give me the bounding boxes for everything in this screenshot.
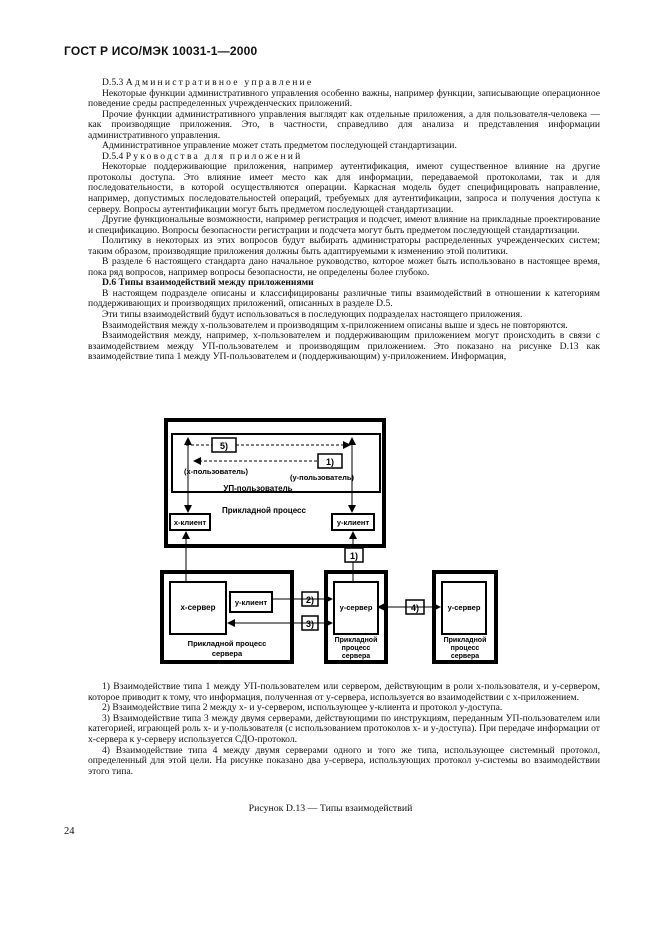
section-heading-d6: D.6 Типы взаимодействий между приложения… xyxy=(88,278,600,289)
y-client-top-box xyxy=(331,513,375,531)
label-1-mid-box xyxy=(344,547,364,563)
section-number: D.6 xyxy=(102,277,117,289)
paragraph: В настоящем подразделе описаны и классиф… xyxy=(88,287,600,310)
label-1-top-box xyxy=(317,453,343,469)
y-user-label: (y-пользователь) xyxy=(290,473,354,482)
section-heading-d54: D.5.4 Руководства для приложений xyxy=(88,150,600,163)
x-server-box xyxy=(169,581,227,635)
app-process-label: Прикладной процесс xyxy=(222,506,306,515)
label-4: 4) xyxy=(411,603,419,613)
small-proc-1b: процесс xyxy=(342,645,371,652)
x-user-label: (x-пользователь) xyxy=(184,467,248,476)
note-1: 1) Взаимодействие типа 1 между УП-пользо… xyxy=(88,681,600,703)
label-5: 5) xyxy=(220,441,228,451)
figure-caption: Рисунок D.13 — Типы взаимодействий xyxy=(248,803,413,814)
y-client-top-label: y-клиент xyxy=(337,518,370,527)
server-process-box-1 xyxy=(324,570,388,664)
paragraph: Взаимодействия между x-пользователем и п… xyxy=(102,319,568,331)
paragraph: Взаимодействия между, например, x-пользо… xyxy=(88,330,600,363)
x-server-label: x-сервер xyxy=(180,603,215,612)
body-text: D.5.3 Административное управление Некото… xyxy=(88,77,600,363)
note-3: 3) Взаимодействие типа 3 между двумя сер… xyxy=(88,712,600,745)
document-header: ГОСТ Р ИСО/МЭК 10031-1—2000 xyxy=(64,44,258,58)
y-client-mid-box xyxy=(229,591,273,613)
paragraph: В разделе 6 настоящего стандарта дано на… xyxy=(88,256,600,278)
section-heading-d53: D.5.3 Административное управление xyxy=(88,77,600,89)
paragraph: Другие функциональные возможности, напри… xyxy=(88,214,600,236)
y-client-mid-label: y-клиент xyxy=(235,598,268,607)
section-title: Руководства для приложений xyxy=(125,150,303,162)
label-1-mid: 1) xyxy=(350,551,358,561)
small-proc-1a: Прикладной xyxy=(335,636,378,644)
server-app-process-label-2: сервера xyxy=(212,649,243,658)
interaction-types-diagram: 5) 1) (x-пользователь) (y-пользователь) … xyxy=(160,418,498,664)
label-1-top: 1) xyxy=(326,457,334,467)
label-2: 2) xyxy=(306,595,314,605)
paragraph: Прочие функции административного управле… xyxy=(88,108,600,141)
figure-notes: 1) Взаимодействие типа 1 между УП-пользо… xyxy=(88,681,600,777)
section-number: D.5.3 xyxy=(102,77,124,88)
paragraph: Некоторые поддерживающие приложения, нап… xyxy=(88,161,600,215)
small-proc-2a: Прикладной xyxy=(444,636,487,644)
x-client-box xyxy=(169,513,211,531)
server-app-process-box xyxy=(160,570,294,664)
note-2: 2) Взаимодействие типа 2 между x- и y-се… xyxy=(102,702,503,714)
section-title: Типы взаимодействий между приложениями xyxy=(118,277,314,289)
paragraph: Административное управление может стать … xyxy=(102,140,457,152)
y-server-2-label: y-сервер xyxy=(448,603,481,612)
y-server-1-label: y-сервер xyxy=(340,603,373,612)
y-server-1-box xyxy=(333,581,379,635)
label-3: 3) xyxy=(306,619,314,629)
y-server-2-box xyxy=(441,581,487,635)
app-process-box xyxy=(164,418,386,548)
small-proc-2b: процесс xyxy=(451,645,480,652)
up-user-label: УП-пользователь xyxy=(223,484,292,493)
up-user-box xyxy=(171,433,381,493)
x-client-label: x-клиент xyxy=(174,518,207,527)
section-title: Административное управление xyxy=(125,77,314,88)
small-proc-1c: сервера xyxy=(342,653,370,660)
server-app-process-label-1: Прикладной процесс xyxy=(188,639,267,648)
page-number: 24 xyxy=(64,826,75,837)
note-4: 4) Взаимодействие типа 4 между двумя сер… xyxy=(88,744,600,777)
server-process-box-2 xyxy=(432,570,498,664)
paragraph: Политику в некоторых из этих вопросов бу… xyxy=(88,235,600,257)
small-proc-2c: сервера xyxy=(451,653,479,660)
paragraph: Некоторые функции административного упра… xyxy=(88,87,600,110)
section-number: D.5.4 xyxy=(102,150,124,162)
paragraph: Эти типы взаимодействий будут использова… xyxy=(102,309,523,321)
